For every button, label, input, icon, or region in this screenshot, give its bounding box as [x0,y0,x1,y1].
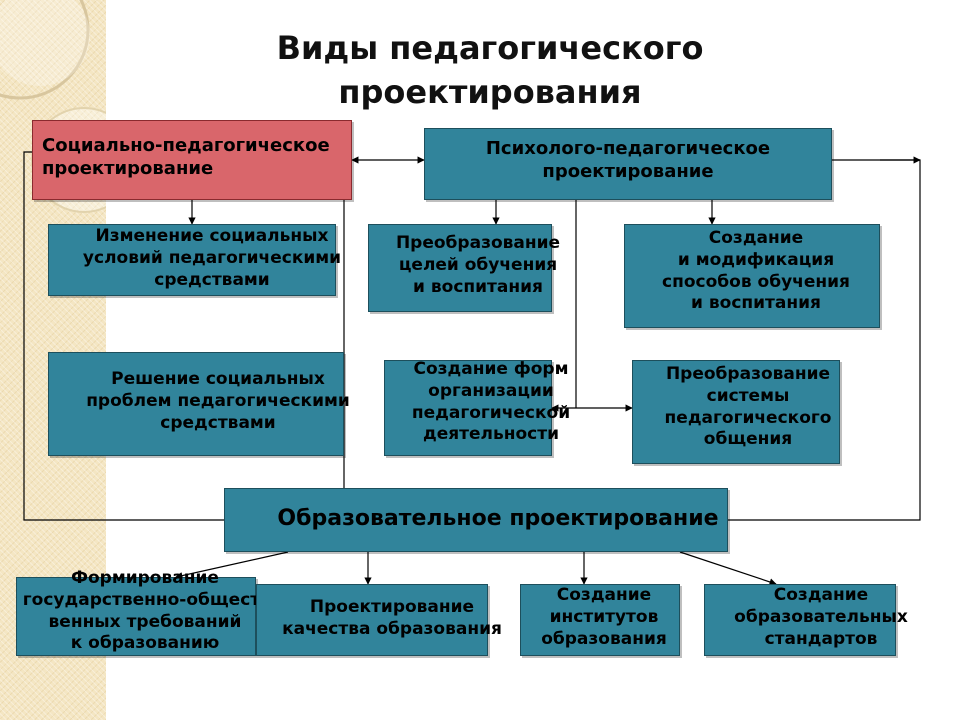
social-pedagogical-design-box [32,120,352,200]
create-institutes-label: Создание институтов образования [541,585,667,649]
quality-design-label: Проектирование качества образования [282,597,502,639]
psychological-pedagogical-design-box [424,128,832,200]
change-social-conditions-box [48,224,336,296]
create-standards-box [704,584,896,656]
create-forms-box [384,360,552,456]
create-standards-label: Создание образовательных стандартов [734,585,908,649]
transform-communication-label: Преобразование системы педагогического о… [664,364,832,450]
slide-title: Виды педагогического проектирования [276,29,704,111]
state-public-requirements-label: Формирование государственно-общест- венн… [22,568,268,654]
transform-goals-label: Преобразование целей обучения и воспитан… [395,233,561,297]
create-institutes-box [520,584,680,656]
arrow-to-standards [679,551,777,586]
arrow-to-requirements [175,551,289,580]
quality-design-box [256,584,488,656]
state-public-requirements-box [16,577,256,656]
psych-right-loop [728,159,921,521]
social-left-loop [23,151,224,521]
educational-design-box [224,488,728,552]
solve-social-problems-label: Решение социальных проблем педагогически… [86,369,350,433]
change-social-conditions-label: Изменение социальных условий педагогичес… [82,226,342,290]
transform-communication-box [632,360,840,464]
educational-design-label: Образовательное проектирование [277,506,719,531]
create-methods-label: Создание и модификация способов обучения… [662,228,850,314]
social-pedagogical-design-label: Социально-педагогическое проектирование [42,135,330,180]
create-forms-label: Создание форм организации педагогической… [411,359,571,445]
psychological-pedagogical-design-label: Психолого-педагогическое проектирование [485,138,771,183]
transform-goals-box [368,224,552,312]
create-methods-box [624,224,880,328]
solve-social-problems-box [48,352,344,456]
